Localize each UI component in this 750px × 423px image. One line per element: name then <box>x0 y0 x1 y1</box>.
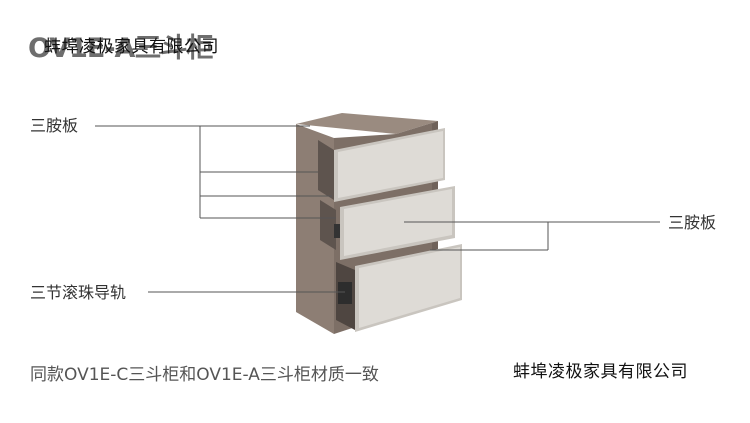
slide-rail-bottom <box>338 282 352 304</box>
label-ball-bearing-slide: 三节滚珠导轨 <box>30 283 127 302</box>
drawer-bottom <box>336 244 462 332</box>
drawer-middle <box>320 186 455 260</box>
label-melamine-board-right: 三胺板 <box>668 213 717 232</box>
leader-lines-right <box>404 221 660 251</box>
leader-lines-left-top <box>95 125 336 219</box>
product-title: OV1E-A三斗柜 <box>28 33 213 64</box>
material-caption: 同款OV1E-C三斗柜和OV1E-A三斗柜材质一致 <box>30 365 379 385</box>
slide-rail-middle <box>334 224 344 238</box>
company-watermark-top: 蚌埠凌极家具有限公司 <box>44 37 219 57</box>
company-watermark-bottom: 蚌埠凌极家具有限公司 <box>513 362 688 382</box>
label-melamine-board-left: 三胺板 <box>30 116 79 135</box>
drawer-top <box>318 128 445 202</box>
